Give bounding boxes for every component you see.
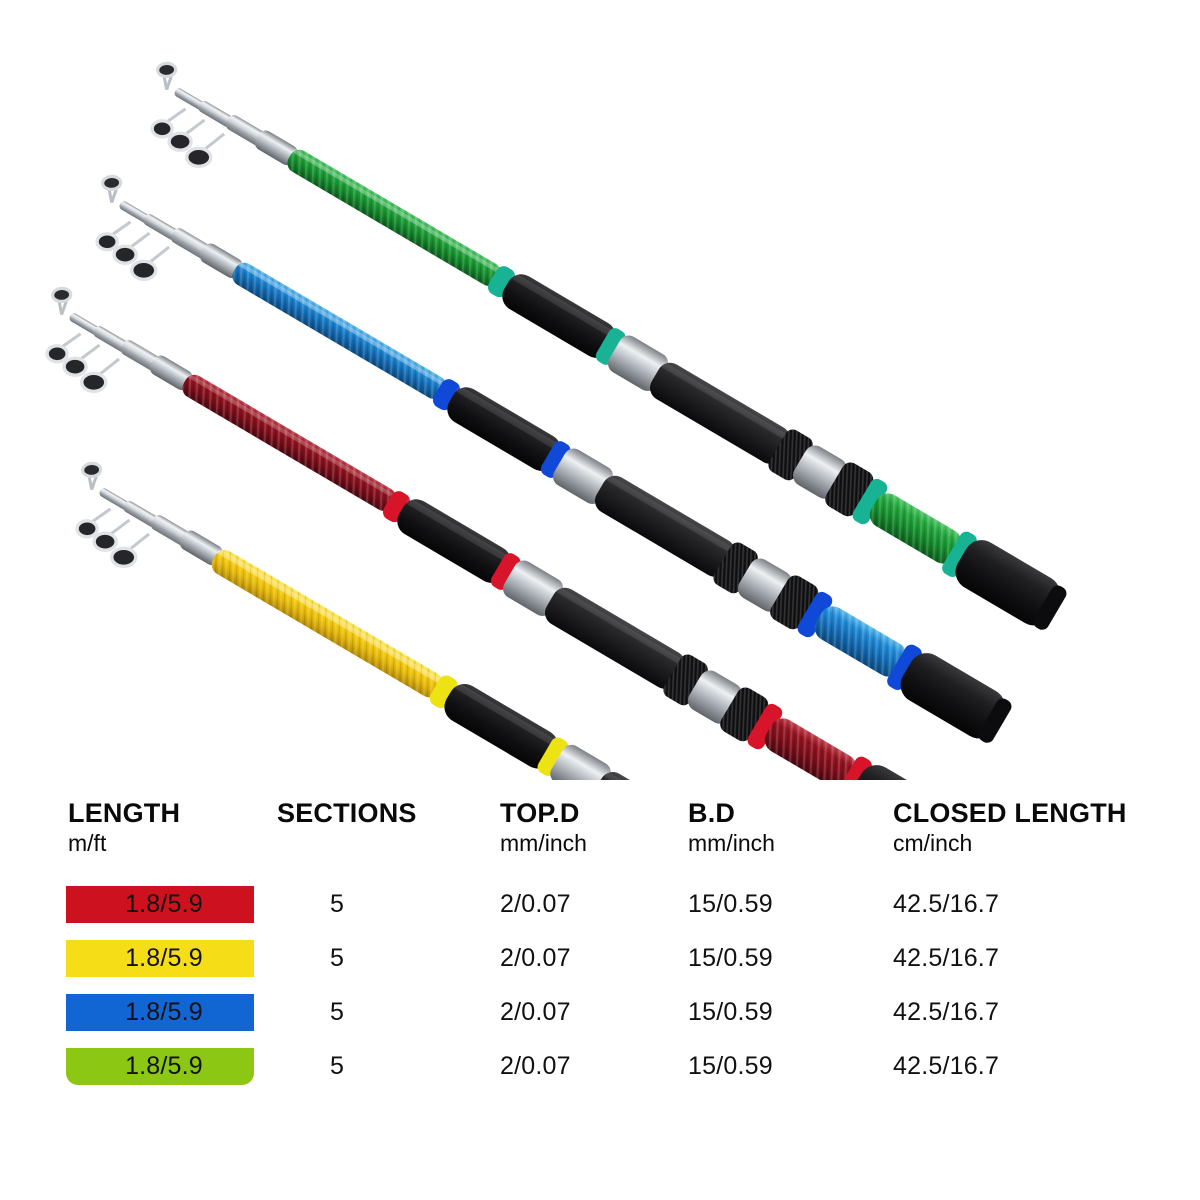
cell-b-d: 15/0.59 xyxy=(688,944,773,972)
row-gap xyxy=(0,923,1200,940)
column-header-b-d: B.D mm/inch xyxy=(688,798,775,856)
cell-top-d: 2/0.07 xyxy=(500,1052,571,1080)
table-header-row: LENGTH m/ft SECTIONS TOP.D mm/inch B.D m… xyxy=(0,798,1200,872)
column-header-top-d: TOP.D mm/inch xyxy=(500,798,587,856)
cell-top-d: 2/0.07 xyxy=(500,998,571,1026)
cell-sections: 5 xyxy=(330,1052,345,1080)
rod-red xyxy=(45,286,955,780)
row-gap xyxy=(0,1031,1200,1048)
column-header-closed-length-title: CLOSED LENGTH xyxy=(893,798,1127,828)
product-photo xyxy=(45,61,1067,780)
column-header-length-unit: m/ft xyxy=(68,829,107,856)
cell-b-d: 15/0.59 xyxy=(688,1052,773,1080)
column-header-b-d-unit: mm/inch xyxy=(688,829,775,856)
cell-top-d: 2/0.07 xyxy=(500,944,571,972)
cell-length: 1.8/5.9 xyxy=(125,944,203,972)
cell-b-d: 15/0.59 xyxy=(688,890,773,918)
cell-length: 1.8/5.9 xyxy=(125,890,203,918)
cell-closed-length: 42.5/16.7 xyxy=(893,1052,1000,1080)
fishing-rod-illustration xyxy=(45,61,1067,780)
column-header-length-title: LENGTH xyxy=(68,798,181,828)
table-row: 1.8/5.9 5 2/0.07 15/0.59 42.5/16.7 xyxy=(0,1048,1200,1085)
specification-table: LENGTH m/ft SECTIONS TOP.D mm/inch B.D m… xyxy=(0,782,1200,1200)
cell-sections: 5 xyxy=(330,998,345,1026)
rod-green xyxy=(150,61,1067,630)
length-color-swatch-blue: 1.8/5.9 xyxy=(66,994,254,1031)
table-body: 1.8/5.9 5 2/0.07 15/0.59 42.5/16.7 1.8/5… xyxy=(0,886,1200,1085)
column-header-length: LENGTH m/ft xyxy=(68,798,181,856)
column-header-sections: SECTIONS xyxy=(277,798,417,828)
cell-sections: 5 xyxy=(330,944,345,972)
row-gap xyxy=(0,977,1200,994)
rod-yellow xyxy=(75,461,735,780)
cell-closed-length: 42.5/16.7 xyxy=(893,998,1000,1026)
column-header-closed-length: CLOSED LENGTH cm/inch xyxy=(893,798,1127,856)
length-color-swatch-yellow: 1.8/5.9 xyxy=(66,940,254,977)
column-header-b-d-title: B.D xyxy=(688,798,736,828)
length-color-swatch-red: 1.8/5.9 xyxy=(66,886,254,923)
table-row: 1.8/5.9 5 2/0.07 15/0.59 42.5/16.7 xyxy=(0,886,1200,923)
cell-length: 1.8/5.9 xyxy=(125,998,203,1026)
column-header-top-d-title: TOP.D xyxy=(500,798,580,828)
cell-top-d: 2/0.07 xyxy=(500,890,571,918)
column-header-sections-title: SECTIONS xyxy=(277,798,417,828)
cell-closed-length: 42.5/16.7 xyxy=(893,944,1000,972)
cell-closed-length: 42.5/16.7 xyxy=(893,890,1000,918)
cell-b-d: 15/0.59 xyxy=(688,998,773,1026)
rod-blue xyxy=(95,174,1012,743)
table-row: 1.8/5.9 5 2/0.07 15/0.59 42.5/16.7 xyxy=(0,940,1200,977)
table-row: 1.8/5.9 5 2/0.07 15/0.59 42.5/16.7 xyxy=(0,994,1200,1031)
length-color-swatch-green: 1.8/5.9 xyxy=(66,1048,254,1085)
cell-length: 1.8/5.9 xyxy=(125,1052,203,1080)
column-header-closed-length-unit: cm/inch xyxy=(893,829,973,856)
cell-sections: 5 xyxy=(330,890,345,918)
column-header-top-d-unit: mm/inch xyxy=(500,829,587,856)
